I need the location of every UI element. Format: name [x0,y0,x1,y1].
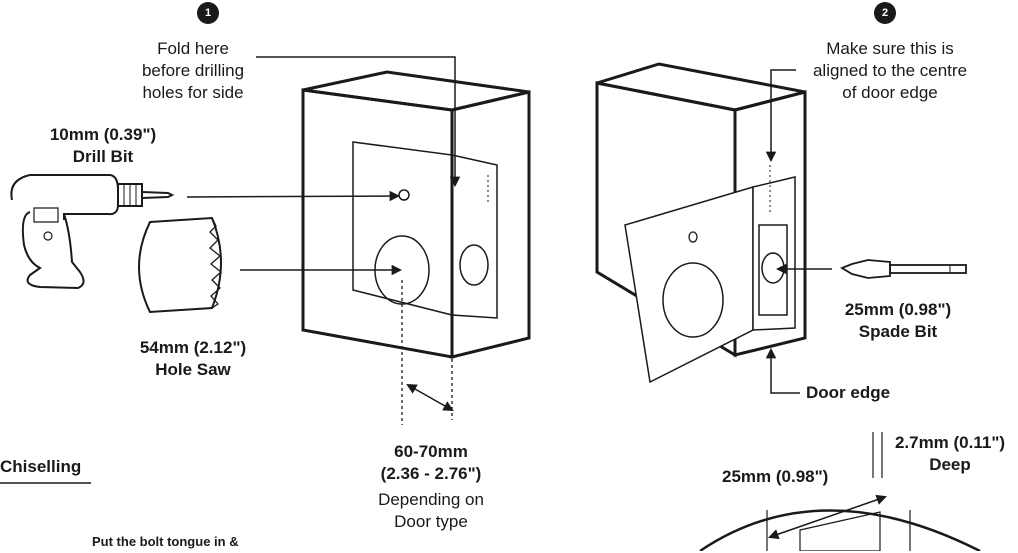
drill-bit-label: Drill Bit [72,147,134,166]
spade-bit-label: Spade Bit [858,322,938,341]
drill-icon [10,174,175,290]
backset-callout: 60-70mm (2.36 - 2.76") Depending on Door… [351,441,511,533]
fold-note: Fold here before drilling holes for side [118,38,268,104]
hole-saw-size: 54mm (2.12") [139,338,247,357]
door-box-step1 [301,70,531,425]
depth-size: 2.7mm (0.11") [894,433,1006,452]
hole-saw-label: Hole Saw [155,360,231,379]
chisel-width-label: 25mm (0.98") [722,467,829,486]
step-1-badge: 1 [197,2,219,24]
backset-note-line-1: Depending on [378,490,484,509]
door-edge-label: Door edge [806,383,891,402]
align-note-line-2: aligned to the centre [812,61,968,80]
fold-note-line-3: holes for side [142,83,244,102]
backset-note-line-2: Door type [394,512,468,531]
chisel-detail-drawing [699,432,981,551]
fold-note-line-1: Fold here [157,39,229,58]
step-2-badge: 2 [874,2,896,24]
depth-label: Deep [929,455,971,474]
backset-range-in: (2.36 - 2.76") [380,464,482,483]
align-note-line-3: of door edge [842,83,938,102]
drill-bit-callout: 10mm (0.39") Drill Bit [28,124,178,168]
depth-callout: 2.7mm (0.11") Deep [884,432,1016,476]
chiselling-heading: Chiselling [0,457,82,476]
spade-bit-callout: 25mm (0.98") Spade Bit [823,299,973,343]
hole-saw-callout: 54mm (2.12") Hole Saw [118,337,268,381]
spade-bit-icon [839,259,967,279]
hole-saw-icon [138,216,223,314]
backset-range: 60-70mm [394,442,468,461]
chiselling-instruction: Put the bolt tongue in & [92,534,239,549]
door-box-step2 [595,62,807,384]
spade-bit-size: 25mm (0.98") [844,300,952,319]
align-note-line-1: Make sure this is [826,39,954,58]
drill-bit-size: 10mm (0.39") [49,125,157,144]
fold-note-line-2: before drilling [141,61,245,80]
align-note: Make sure this is aligned to the centre … [790,38,990,104]
